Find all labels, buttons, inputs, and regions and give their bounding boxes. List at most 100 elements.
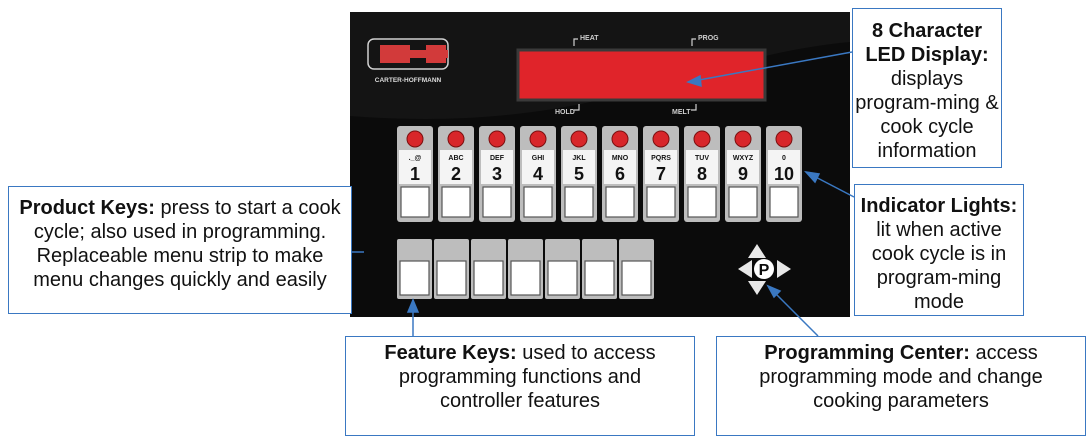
product-key-number: 10 <box>774 164 794 184</box>
feature-key-button[interactable] <box>399 260 430 296</box>
menu-strip-label <box>645 150 677 184</box>
menu-strip-label <box>440 150 472 184</box>
product-key-letters: JKL <box>572 155 586 162</box>
product-key-letters: ._@ <box>409 155 422 162</box>
program-key-label: P <box>759 262 770 279</box>
programming-center: P <box>738 244 791 295</box>
product-key-letters: MNO <box>612 155 629 162</box>
product-key[interactable]: MNO 6 <box>602 126 638 222</box>
feature-key-button[interactable] <box>621 260 652 296</box>
callout-product-title: Product Keys: <box>19 197 155 219</box>
melt-label: MELT <box>672 109 691 116</box>
callout-indicator-title: Indicator Lights: <box>860 195 1018 217</box>
indicator-light <box>406 130 424 148</box>
menu-strip-label <box>481 150 513 184</box>
prog-bracket <box>691 38 696 46</box>
callout-feature-title: Feature Keys: <box>384 342 517 364</box>
indicator-light <box>447 130 465 148</box>
indicator-light <box>611 130 629 148</box>
callout-feature-keys: Feature Keys: used to access programming… <box>345 336 695 436</box>
menu-strip-label <box>522 150 554 184</box>
callout-programming-title: Programming Center: <box>764 342 970 364</box>
product-key[interactable]: JKL 5 <box>561 126 597 222</box>
product-key-letters: PQRS <box>651 155 671 162</box>
product-key-button[interactable] <box>523 186 553 218</box>
callout-led-text: displays program-ming & cook cycle infor… <box>855 68 999 162</box>
indicator-light <box>488 130 506 148</box>
arrow-left-icon[interactable] <box>738 260 752 278</box>
menu-strip-label <box>399 150 431 184</box>
product-key-button[interactable] <box>441 186 471 218</box>
product-keys: ._@1ABC2DEF3GHI4JKL5MNO6PQRS7TUV8WXYZ901… <box>397 126 802 222</box>
callout-indicator-text: lit when active cook cycle is in program… <box>871 219 1007 313</box>
brand-logo: CARTER-HOFFMANN <box>367 38 449 84</box>
callout-programming-center: Programming Center: access programming m… <box>716 336 1086 436</box>
feature-key-button[interactable] <box>473 260 504 296</box>
hold-label: HOLD <box>555 109 575 116</box>
feature-key-button[interactable] <box>547 260 578 296</box>
feature-key-button[interactable] <box>584 260 615 296</box>
callout-led-display: 8 Character LED Display: displays progra… <box>852 8 1002 168</box>
callout-product-keys: Product Keys: press to start a cook cycl… <box>8 186 352 314</box>
product-key-button[interactable] <box>687 186 717 218</box>
menu-strip-label <box>727 150 759 184</box>
product-key-button[interactable] <box>564 186 594 218</box>
hold-bracket <box>574 104 580 111</box>
callout-programming-text: access programming mode and change cooki… <box>759 342 1043 412</box>
menu-strip-label <box>768 150 800 184</box>
product-key-number: 5 <box>574 164 584 184</box>
indicator-light <box>570 130 588 148</box>
arrow-down-icon[interactable] <box>748 281 766 295</box>
led-display <box>516 48 767 102</box>
product-key-number: 7 <box>656 164 666 184</box>
program-button[interactable] <box>754 259 774 279</box>
product-key[interactable]: 010 <box>766 126 802 222</box>
heat-label: HEAT <box>580 35 599 42</box>
product-key-number: 4 <box>533 164 543 184</box>
product-key[interactable]: DEF 3 <box>479 126 515 222</box>
product-key-number: 9 <box>738 164 748 184</box>
product-key-button[interactable] <box>646 186 676 218</box>
menu-strip-label <box>563 150 595 184</box>
indicator-light <box>652 130 670 148</box>
feature-keys <box>397 239 654 299</box>
arrow-right-icon[interactable] <box>777 260 791 278</box>
product-key-letters: WXYZ <box>733 155 754 162</box>
product-key-button[interactable] <box>605 186 635 218</box>
product-key-letters: ABC <box>448 155 463 162</box>
product-key-letters: 0 <box>782 155 786 162</box>
callout-indicator-lights: Indicator Lights: lit when active cook c… <box>854 184 1024 316</box>
product-key[interactable]: GHI 4 <box>520 126 556 222</box>
product-key-letters: DEF <box>490 155 505 162</box>
indicator-light <box>693 130 711 148</box>
prog-label: PROG <box>698 35 719 42</box>
callout-feature-text: used to access programming functions and… <box>398 342 656 412</box>
melt-bracket <box>691 104 697 111</box>
product-key-button[interactable] <box>400 186 430 218</box>
product-key[interactable]: WXYZ 9 <box>725 126 761 222</box>
menu-strip-label <box>686 150 718 184</box>
product-key[interactable]: ._@ 1 <box>397 126 433 222</box>
product-key-number: 6 <box>615 164 625 184</box>
callout-product-text: press to start a cook cycle; also used i… <box>33 197 341 291</box>
product-key-letters: GHI <box>532 155 545 162</box>
indicator-light <box>775 130 793 148</box>
product-key-number: 8 <box>697 164 707 184</box>
indicator-light <box>529 130 547 148</box>
product-key-button[interactable] <box>482 186 512 218</box>
feature-key-button[interactable] <box>436 260 467 296</box>
product-key-button[interactable] <box>769 186 799 218</box>
product-key-button[interactable] <box>728 186 758 218</box>
brand-name: CARTER-HOFFMANN <box>375 77 442 84</box>
arrow-up-icon[interactable] <box>748 244 766 258</box>
product-key-number: 3 <box>492 164 502 184</box>
feature-key-button[interactable] <box>510 260 541 296</box>
menu-strip-label <box>604 150 636 184</box>
heat-bracket <box>573 38 578 46</box>
product-key[interactable]: PQRS 7 <box>643 126 679 222</box>
product-key-number: 1 <box>410 164 420 184</box>
control-panel: CARTER-HOFFMANN HEAT PROG HOLD MELT ._@ 1… <box>350 12 850 317</box>
indicator-light <box>734 130 752 148</box>
